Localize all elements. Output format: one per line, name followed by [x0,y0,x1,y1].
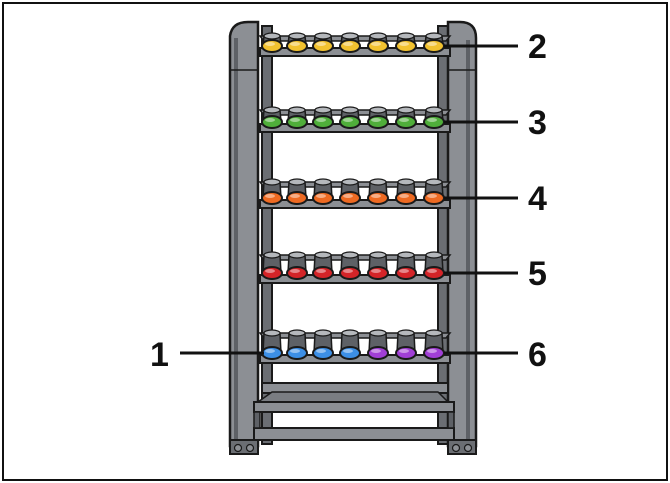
holder-cap [395,346,417,360]
tool-holder [261,329,283,360]
callout-leaders [180,44,518,355]
holder-cap [312,191,334,205]
tool-holder [312,178,334,205]
shelf-5 [258,329,452,364]
tool-holder [395,106,417,129]
tool-holder [423,178,445,205]
holder-cap [286,115,308,129]
holder-cap [312,346,334,360]
holder-cap [395,266,417,280]
tool-holder [286,32,308,53]
holder-cap [339,191,361,205]
tool-holder [286,251,308,280]
tool-holder [367,178,389,205]
front-right-post [446,20,478,448]
tool-holder [367,251,389,280]
tool-holder [312,32,334,53]
tool-holder [339,178,361,205]
tool-holder [395,329,417,360]
holder-cap [367,266,389,280]
holder-cap [261,39,283,53]
holder-cap [395,191,417,205]
holder-cap [339,266,361,280]
holder-cap [339,346,361,360]
shelf-1 [258,32,452,57]
holder-cap [423,191,445,205]
holder-cap [423,266,445,280]
holder-cap [261,115,283,129]
holder-cap [286,39,308,53]
tool-holder [312,329,334,360]
shelf-2 [258,106,452,133]
tool-holder [395,32,417,53]
tool-holder [423,251,445,280]
tool-holder [286,329,308,360]
holder-cap [367,346,389,360]
callout-5: 5 [528,255,547,293]
shelves [258,32,452,364]
holder-cap [261,191,283,205]
tool-holder [367,32,389,53]
tool-holder [261,178,283,205]
holder-cap [286,266,308,280]
callout-2: 2 [528,28,547,66]
holder-cap [423,346,445,360]
base-mid-rail [253,401,455,413]
base-floor [255,391,450,403]
holder-cap [312,266,334,280]
tool-holder [286,106,308,129]
callout-4: 4 [528,180,547,218]
callout-6: 6 [528,336,547,374]
tool-holder [423,329,445,360]
tool-holder [339,251,361,280]
tool-holder [339,329,361,360]
holder-cap [312,115,334,129]
tool-holder [261,32,283,53]
tool-holder [312,251,334,280]
holder-cap [286,346,308,360]
tool-holder [367,329,389,360]
holder-cap [395,115,417,129]
holder-cap [367,115,389,129]
tool-holder [261,251,283,280]
holder-cap [261,346,283,360]
base-front-rail [253,427,455,441]
tool-holder [423,32,445,53]
tool-holder [286,178,308,205]
holder-cap [423,115,445,129]
holder-cap [367,191,389,205]
shelf-4 [258,251,452,284]
tool-holder [423,106,445,129]
tool-holder [395,178,417,205]
holder-cap [261,266,283,280]
tool-holder [339,106,361,129]
callout-3: 3 [528,104,547,142]
holder-cap [286,191,308,205]
tool-holder [367,106,389,129]
tool-holder [395,251,417,280]
tool-holder [312,106,334,129]
holder-cap [312,39,334,53]
back-right-post [437,25,449,445]
tool-holder [261,106,283,129]
back-left-post [261,25,273,445]
holder-cap [339,115,361,129]
holder-cap [367,39,389,53]
holder-cap [339,39,361,53]
rack-frame [228,20,478,455]
tool-holder [339,32,361,53]
holder-cap [395,39,417,53]
callout-1: 1 [150,336,169,374]
shelf-3 [258,178,452,209]
holder-cap [423,39,445,53]
